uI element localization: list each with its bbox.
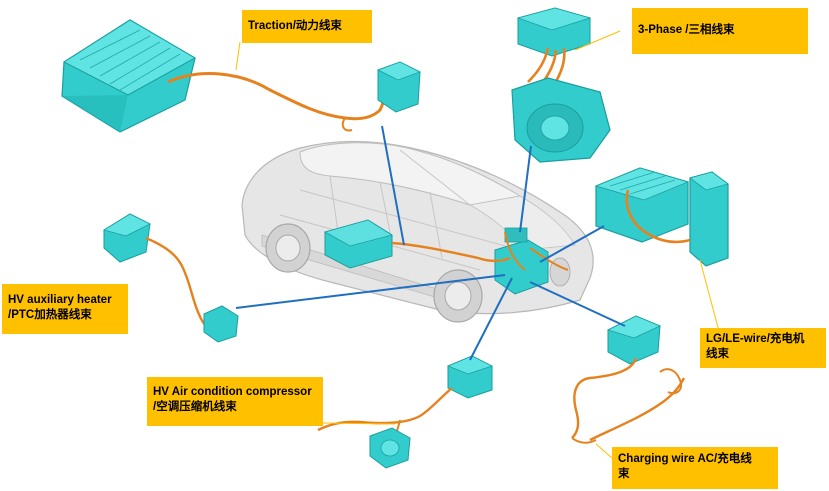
leader-ac [469,277,513,361]
label-hv-heater-line1: HV auxiliary heater [8,294,112,306]
label-three-phase-text: 3-Phase /三相线束 [638,24,735,36]
leader-heater [235,274,506,309]
leader-traction [381,125,405,246]
ptc-heater-connector [103,213,151,263]
callout-traction [235,41,241,71]
label-charging-ac-line1: Charging wire AC/充电线 [618,453,752,465]
ac-compressor-controller [446,355,494,399]
callout-lg-le [699,259,721,336]
leader-lines [235,125,626,361]
label-traction-text: Traction/动力线束 [248,20,342,32]
callout-ac [321,422,396,425]
dc-dc-converter [689,171,729,267]
lg-le-harness [625,189,691,244]
label-lg-le-line2: 线束 [706,348,729,360]
callout-charging [595,443,613,459]
label-charging-ac-line2: 束 [618,468,630,480]
ptc-heater-harness [145,236,213,332]
traction-harness [167,72,390,121]
label-hv-ac-line2: /空调压缩机线束 [153,401,237,413]
on-board-charger [594,167,690,243]
ptc-heater [203,305,239,343]
leader-three-phase [519,145,532,233]
label-lg-le-line1: LG/LE-wire/充电机 [706,333,805,345]
three-phase-motor [511,77,611,163]
label-hv-heater-line2: /PTC加热器线束 [8,309,92,321]
ac-compressor [369,427,411,469]
in-car-components [323,219,569,295]
label-hv-ac: HV Air condition compressor /空调压缩机线束 [147,377,323,426]
traction-battery-pack [61,19,197,133]
label-traction: Traction/动力线束 [242,10,372,43]
car-silhouette [241,140,594,323]
label-hv-heater: HV auxiliary heater /PTC加热器线束 [2,284,128,334]
charging-ac-harness [571,357,686,442]
callout-three-phase [574,30,621,51]
label-charging-ac: Charging wire AC/充电线 束 [612,447,778,489]
label-hv-ac-line1: HV Air condition compressor [153,386,312,398]
leader-charging [529,281,626,327]
traction-motor-module [376,61,422,113]
label-lg-le: LG/LE-wire/充电机 线束 [700,328,826,368]
three-phase-inverter [516,7,592,57]
label-three-phase: 3-Phase /三相线束 [632,8,808,54]
callout-lines [235,30,721,459]
charging-port-module [606,315,661,365]
leader-lg-le [539,225,605,263]
rear-wheel [265,223,311,273]
